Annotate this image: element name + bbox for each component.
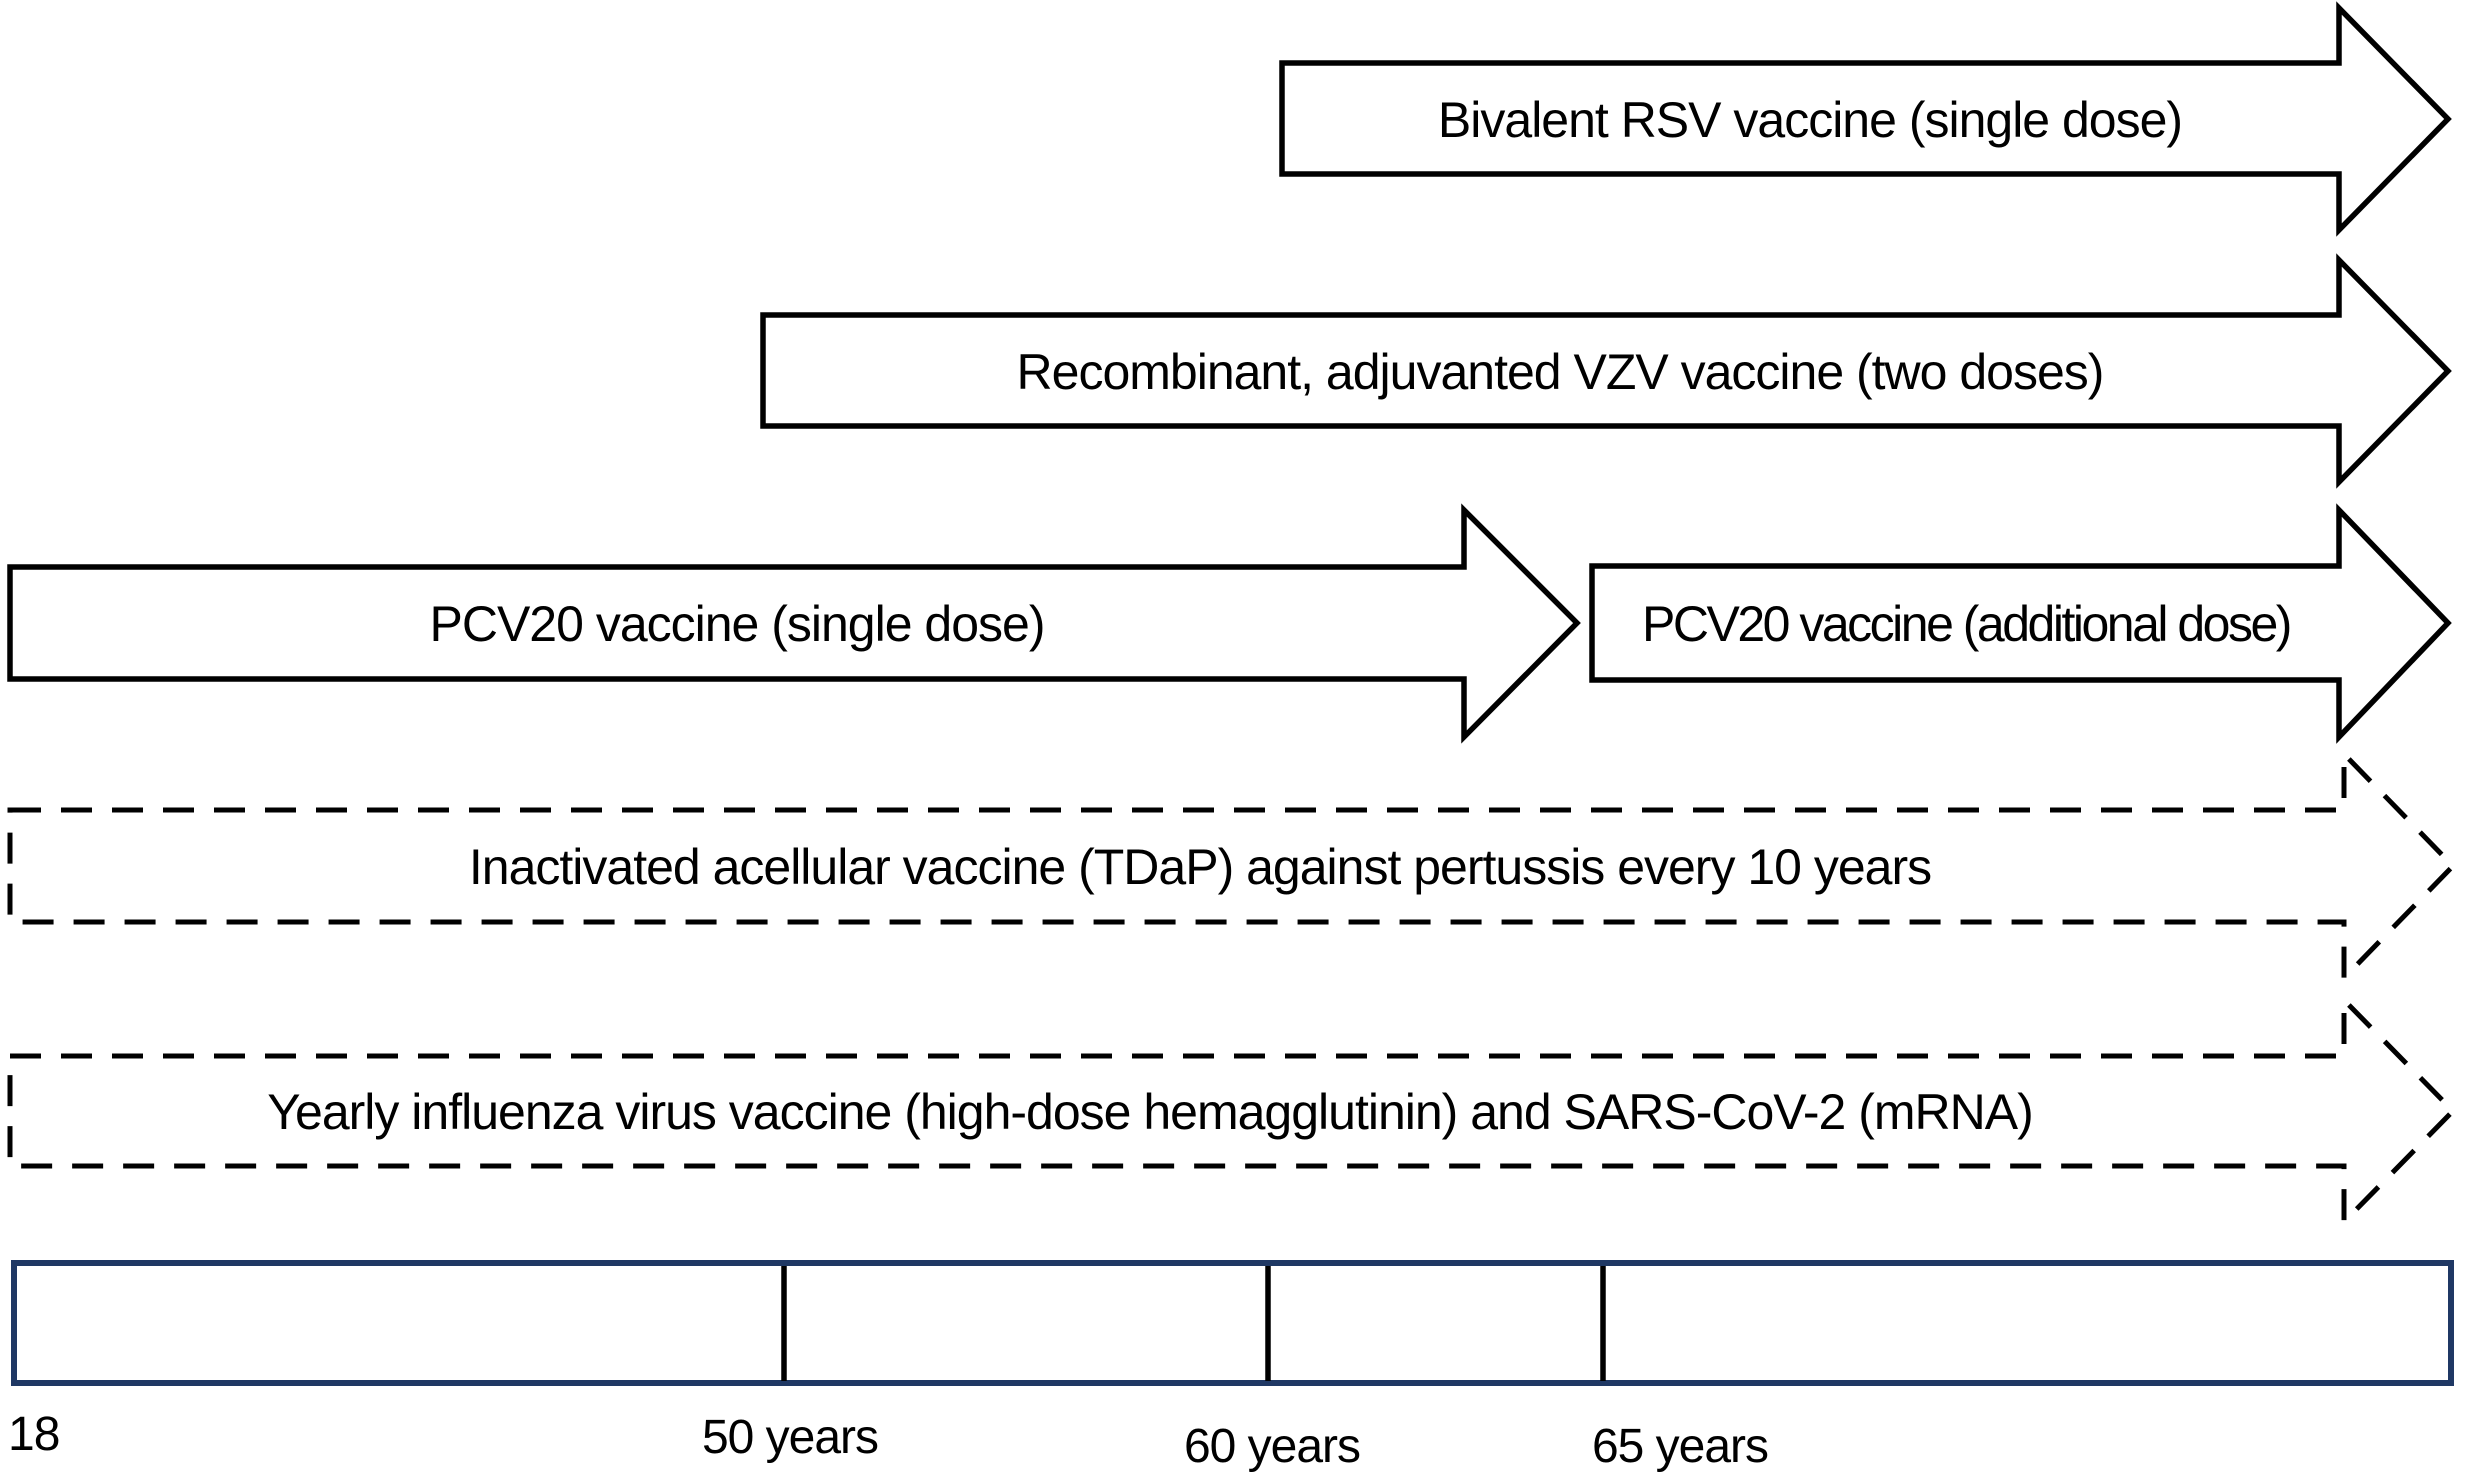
arrow-rsv-label: Bivalent RSV vaccine (single dose) (1438, 92, 2182, 148)
age-axis-bar (11, 1260, 2454, 1386)
arrow-pcv20-additional-shape (1589, 503, 2452, 744)
tick-label-60-years: 60 years (1184, 1420, 1360, 1473)
arrow-pcv20-single-label: PCV20 vaccine (single dose) (430, 596, 1045, 652)
tick-label-65-years: 65 years (1592, 1420, 1768, 1473)
tick-label-18: 18 (8, 1408, 59, 1461)
arrow-pcv20-single-shape (7, 503, 1581, 744)
arrow-vzv-label: Recombinant, adjuvanted VZV vaccine (two… (1017, 344, 2104, 400)
tick-label-50-years: 50 years (702, 1411, 878, 1464)
arrow-rsv-shape (1279, 1, 2452, 237)
arrow-pcv20-additional-label: PCV20 vaccine (additional dose) (1642, 596, 2290, 652)
arrow-influenza-covid-shape (7, 993, 2457, 1229)
arrow-vzv-shape (760, 253, 2452, 489)
arrow-tdap-label: Inactivated acellular vaccine (TDaP) aga… (469, 839, 1931, 895)
arrow-tdap-shape (7, 747, 2457, 985)
arrow-influenza-covid-label: Yearly influenza virus vaccine (high-dos… (267, 1084, 2032, 1140)
